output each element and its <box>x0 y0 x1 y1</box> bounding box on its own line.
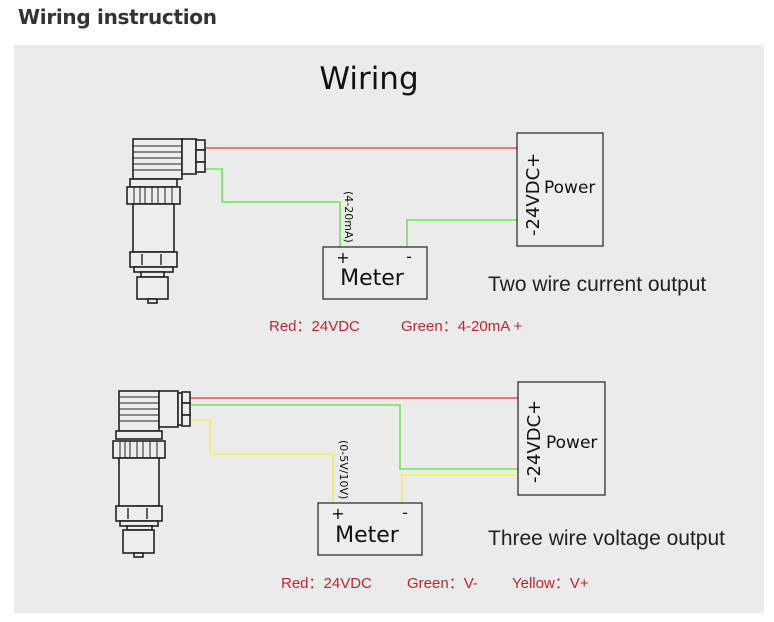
meter-three-wire: + - Meter <box>317 502 423 556</box>
two-wire-diagram: + - Meter (4-20mA) -24VDC+ Power Two wir… <box>126 132 706 335</box>
power-supply-three-wire: -24VDC+ Power <box>517 381 606 496</box>
power-label: Power <box>546 433 597 453</box>
legend-green: Green：V- <box>407 575 478 592</box>
meter-two-wire: + - Meter <box>322 246 428 300</box>
caption-three-wire: Three wire voltage output <box>488 527 725 550</box>
green-wire-return <box>406 219 517 247</box>
power-voltage-label: -24VDC+ <box>524 400 545 483</box>
pressure-transmitter-icon <box>126 138 206 304</box>
legend-red: Red：24VDC <box>281 575 372 592</box>
power-voltage-label: -24VDC+ <box>523 153 544 236</box>
yellow-wire-return <box>401 474 518 503</box>
power-supply-two-wire: -24VDC+ Power <box>516 132 604 247</box>
meter-plus-terminal: + <box>336 248 349 267</box>
signal-label-current: (4-20mA) <box>342 191 355 243</box>
signal-label-voltage: (0-5V/10V) <box>337 440 350 499</box>
yellow-wire-signal <box>190 419 334 503</box>
green-wire <box>190 404 518 470</box>
legend-red: Red：24VDC <box>269 318 360 335</box>
section-title: Wiring instruction <box>18 5 217 29</box>
meter-label: Meter <box>340 266 405 291</box>
legend-green: Green：4-20mA + <box>401 318 523 335</box>
meter-label: Meter <box>335 523 400 548</box>
legend-yellow: Yellow：V+ <box>512 575 589 592</box>
caption-two-wire: Two wire current output <box>488 273 706 296</box>
meter-minus-terminal: - <box>402 503 408 522</box>
power-label: Power <box>544 178 595 198</box>
diagram-title: Wiring <box>319 61 418 97</box>
meter-plus-terminal: + <box>331 504 344 523</box>
three-wire-diagram: + - Meter (0-5V/10V) -24VDC+ Power Three… <box>112 381 725 592</box>
meter-minus-terminal: - <box>406 247 412 266</box>
pressure-transmitter-icon <box>112 390 191 558</box>
green-wire-signal <box>205 168 341 247</box>
